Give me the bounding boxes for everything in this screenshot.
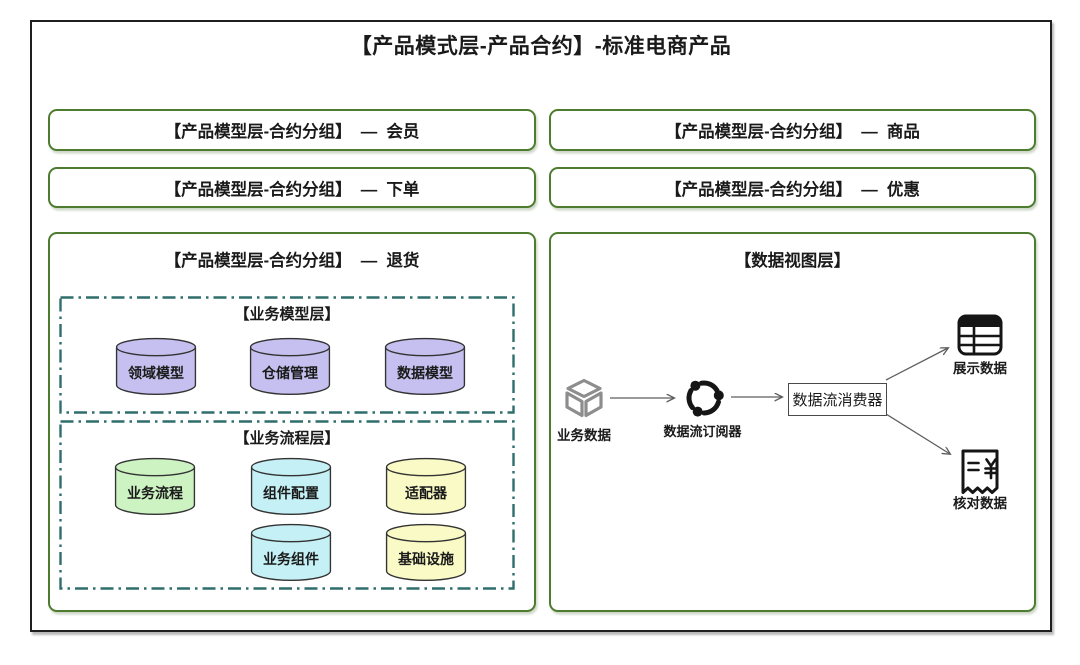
cylinder-infrastructure: 基础设施	[383, 522, 469, 582]
cylinder-warehouse-management: 仓储管理	[247, 336, 333, 396]
contract-group-goods: 【产品模型层-合约分组】 — 商品	[549, 109, 1036, 151]
consumer-node: 数据流消费器	[788, 383, 887, 416]
contract-group-goods-label: 【产品模型层-合约分组】 — 商品	[665, 123, 920, 141]
cycle-icon	[686, 380, 724, 417]
contract-group-order: 【产品模型层-合约分组】 — 下单	[48, 167, 536, 208]
cylinder-shape	[385, 457, 467, 515]
cylinder-shape	[384, 337, 466, 395]
cylinder-shape	[249, 337, 331, 395]
cylinder-shape	[114, 457, 196, 515]
receipt-icon	[961, 449, 999, 494]
contract-group-member: 【产品模型层-合约分组】 — 会员	[48, 109, 536, 151]
cylinder-component-config: 组件配置	[248, 456, 334, 516]
data-view-layer-title: 【数据视图层】	[734, 252, 851, 270]
cylinder-business-component-label: 业务组件	[263, 551, 319, 567]
display-node-label: 展示数据	[953, 361, 1007, 376]
cylinder-business-process: 业务流程	[112, 456, 198, 516]
cylinder-shape	[250, 523, 332, 581]
business-model-layer-box	[59, 296, 515, 414]
cube-3d-icon	[565, 378, 603, 418]
diagram-title: 【产品模式层-产品合约】-标准电商产品	[350, 35, 732, 58]
reconcile-node-label: 核对数据	[953, 496, 1007, 511]
data-view-layer-panel: 【数据视图层】	[549, 232, 1036, 612]
business-process-layer-title: 【业务流程层】	[234, 430, 340, 447]
source-node-label: 业务数据	[557, 428, 611, 443]
cylinder-business-component: 业务组件	[248, 522, 334, 582]
contract-group-discount-label: 【产品模型层-合约分组】 — 优惠	[665, 180, 920, 199]
cylinder-warehouse-management-label: 仓储管理	[262, 365, 318, 381]
subscriber-node-label: 数据流订阅器	[663, 424, 742, 439]
business-process-layer-box	[59, 420, 515, 590]
contract-group-order-label: 【产品模型层-合约分组】 — 下单	[164, 180, 420, 199]
cylinder-domain-model: 领域模型	[113, 336, 199, 396]
table-icon	[957, 314, 1003, 356]
cylinder-infrastructure-label: 基础设施	[398, 551, 454, 567]
contract-group-member-label: 【产品模型层-合约分组】 — 会员	[164, 123, 420, 141]
cylinder-shape	[250, 457, 332, 515]
contract-group-discount: 【产品模型层-合约分组】 — 优惠	[549, 167, 1036, 208]
cylinder-data-model: 数据模型	[382, 336, 468, 396]
cylinder-adapter: 适配器	[383, 456, 469, 516]
cylinder-shape	[115, 337, 197, 395]
cylinder-domain-model-label: 领域模型	[128, 365, 184, 381]
cylinder-business-process-label: 业务流程	[127, 485, 183, 501]
consumer-node-label: 数据流消费器	[792, 392, 883, 409]
cylinder-data-model-label: 数据模型	[397, 365, 453, 381]
contract-group-returns-title: 【产品模型层-合约分组】 — 退货	[164, 252, 420, 270]
cylinder-adapter-label: 适配器	[405, 485, 447, 501]
business-model-layer-title: 【业务模型层】	[234, 306, 340, 323]
cylinder-component-config-label: 组件配置	[263, 485, 319, 501]
cylinder-shape	[385, 523, 467, 581]
